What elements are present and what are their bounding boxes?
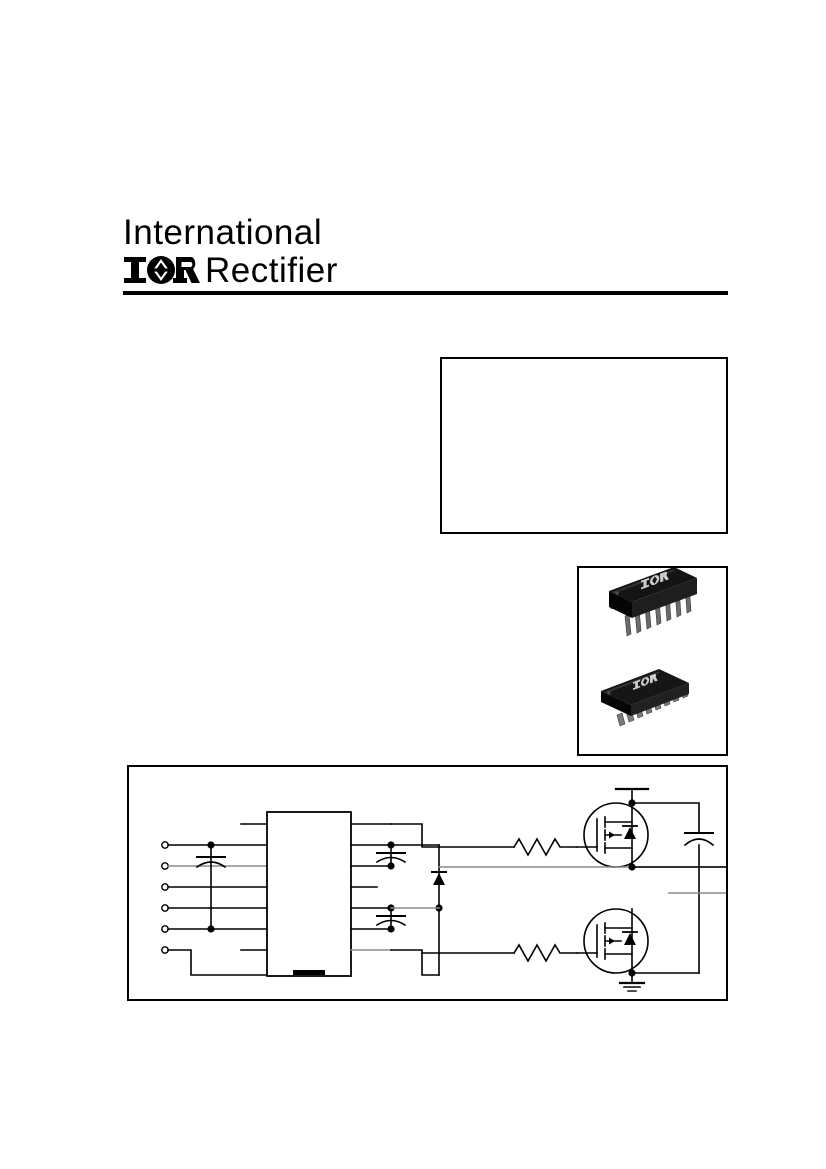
logo-text-rectifier: Rectifier — [205, 251, 338, 290]
header-rule — [123, 291, 728, 295]
ground-symbol — [618, 969, 646, 992]
application-circuit-diagram — [127, 765, 728, 1001]
ior-logo-mark-icon — [123, 255, 201, 287]
features-box — [440, 357, 728, 534]
bootstrap-capacitor — [375, 841, 407, 870]
package-images-box — [577, 566, 728, 756]
company-logo: International — [123, 215, 733, 305]
gate-resistor-high-side — [512, 837, 578, 857]
features-box-content — [442, 359, 726, 375]
logo-text-international: International — [123, 213, 323, 252]
logo-second-row: Rectifier — [123, 253, 338, 289]
soic-package-icon — [600, 669, 689, 727]
bypass-capacitor-vcc — [195, 841, 227, 933]
gate-driver-ic — [266, 811, 352, 977]
mosfet-high-side — [576, 802, 649, 868]
left-terminals — [161, 841, 169, 954]
gate-resistor-low-side — [512, 943, 578, 963]
mosfet-low-side — [576, 908, 649, 974]
bootstrap-diode — [390, 844, 447, 976]
dip-package-icon — [609, 568, 697, 637]
switch-node — [438, 863, 726, 871]
